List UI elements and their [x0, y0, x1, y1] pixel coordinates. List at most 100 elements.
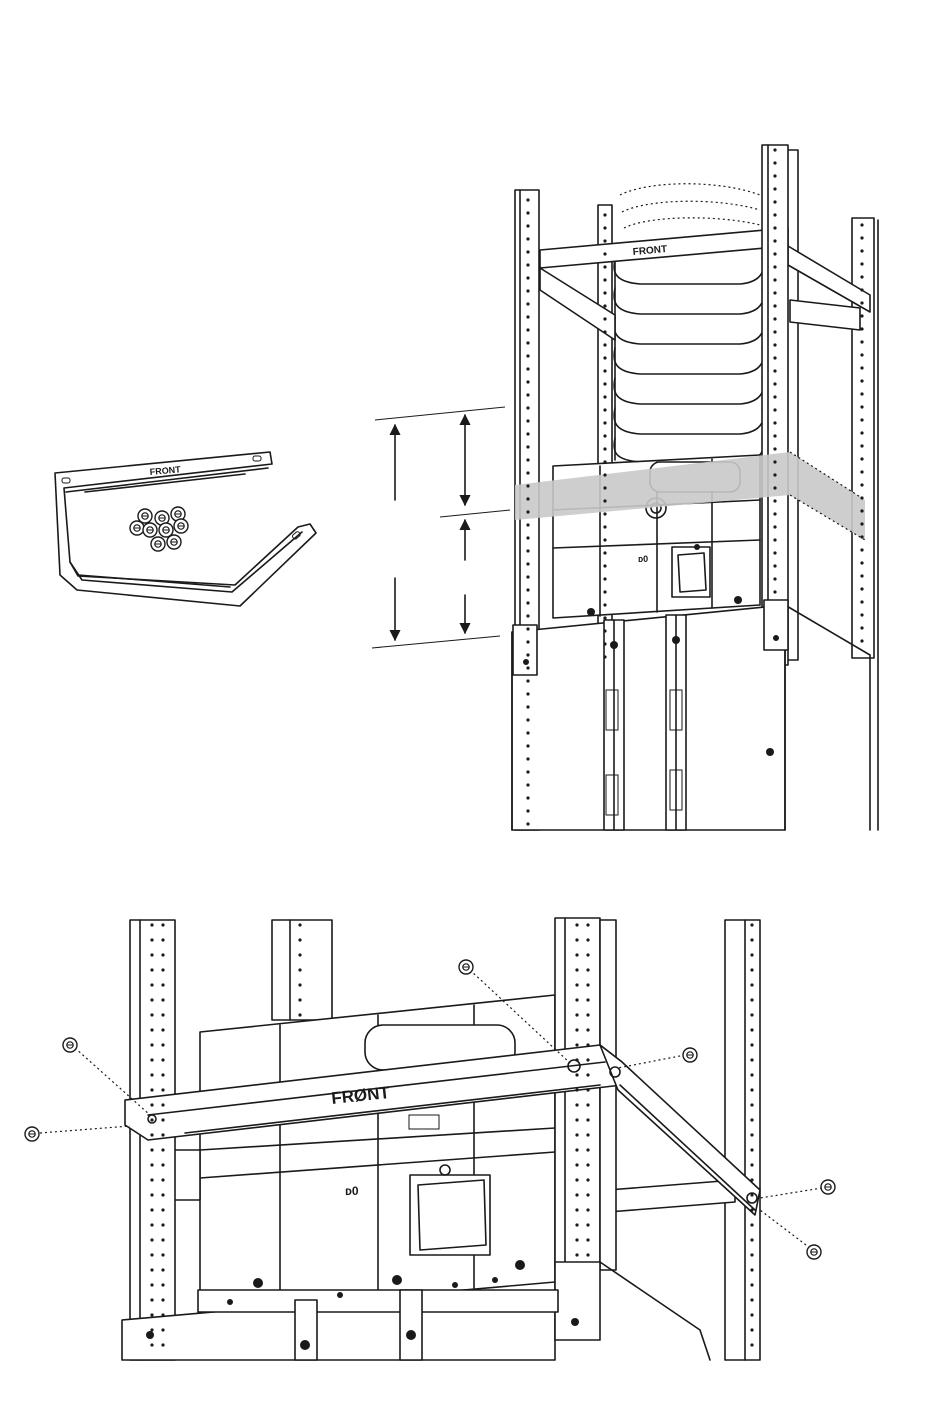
rail-hole — [773, 278, 776, 281]
rail-hole — [860, 548, 863, 551]
rail-hole — [860, 470, 863, 473]
rail-hole — [575, 1253, 578, 1256]
rail-hole — [773, 577, 776, 580]
rail-hole — [750, 1343, 753, 1346]
rail-hole — [750, 1013, 753, 1016]
rail-hole — [603, 291, 606, 294]
rail-hole — [750, 1088, 753, 1091]
rail-hole — [150, 1118, 153, 1121]
rail-hole — [526, 341, 529, 344]
rail-hole — [860, 249, 863, 252]
rail-hole — [526, 757, 529, 760]
rail-hole — [161, 1208, 164, 1211]
rail-hole — [150, 1163, 153, 1166]
rail-hole — [526, 588, 529, 591]
rail-hole — [860, 535, 863, 538]
rail-hole — [150, 1238, 153, 1241]
rail-hole — [773, 421, 776, 424]
rail-hole — [150, 983, 153, 986]
rail-hole — [773, 551, 776, 554]
rail-hole — [161, 1343, 164, 1346]
rail-hole — [773, 395, 776, 398]
rail-hole — [603, 564, 606, 567]
rail-hole — [603, 642, 606, 645]
rail-hole — [586, 1133, 589, 1136]
rail-hole — [150, 1178, 153, 1181]
rail-hole — [298, 983, 301, 986]
rail-hole — [750, 1193, 753, 1196]
rail-hole — [526, 497, 529, 500]
rail-hole — [860, 353, 863, 356]
rail-hole — [750, 1328, 753, 1331]
rail-hole — [526, 263, 529, 266]
rail-hole — [773, 148, 776, 151]
rail-hole — [773, 408, 776, 411]
rail-hole — [773, 343, 776, 346]
screw-icon — [459, 960, 473, 974]
rail-hole — [603, 629, 606, 632]
rail-hole — [586, 953, 589, 956]
rail-hole — [750, 1058, 753, 1061]
rail-hole — [773, 265, 776, 268]
rail-hole — [750, 923, 753, 926]
rail-hole — [860, 587, 863, 590]
rail-hole — [603, 538, 606, 541]
rail-hole — [150, 1073, 153, 1076]
rail-hole — [526, 471, 529, 474]
rail-hole — [860, 327, 863, 330]
rail-hole — [575, 1073, 578, 1076]
rail-hole — [773, 382, 776, 385]
rail-hole — [298, 998, 301, 1001]
rail-hole — [586, 1028, 589, 1031]
rail-hole — [773, 499, 776, 502]
rail-hole — [161, 968, 164, 971]
rail-hole — [860, 405, 863, 408]
rail-hole — [860, 522, 863, 525]
rail-hole — [526, 367, 529, 370]
rail-hole — [150, 953, 153, 956]
rail-hole — [526, 406, 529, 409]
rail-hole — [150, 1343, 153, 1346]
rail-hole — [860, 496, 863, 499]
rail-hole — [150, 1043, 153, 1046]
rail-hole — [773, 252, 776, 255]
rail-hole — [860, 444, 863, 447]
rail-hole — [750, 1103, 753, 1106]
rail-hole — [150, 1208, 153, 1211]
rail-hole — [150, 1103, 153, 1106]
rail-hole — [575, 1043, 578, 1046]
rail-hole — [161, 1223, 164, 1226]
rail-hole — [773, 564, 776, 567]
rail-hole — [603, 499, 606, 502]
rail-hole — [750, 1043, 753, 1046]
rail-hole — [586, 1223, 589, 1226]
rail-hole — [860, 262, 863, 265]
svg-text:ᴅ0: ᴅ0 — [638, 554, 648, 564]
rail-hole — [860, 366, 863, 369]
rail-hole — [750, 998, 753, 1001]
screw-icon — [821, 1180, 835, 1194]
rail-hole — [586, 998, 589, 1001]
rail-hole — [150, 1148, 153, 1151]
rail-hole — [860, 379, 863, 382]
rail-hole — [161, 1193, 164, 1196]
svg-text:ᴅ0: ᴅ0 — [345, 1184, 359, 1198]
rail-hole — [750, 1283, 753, 1286]
rail-hole — [586, 968, 589, 971]
rail-hole — [586, 923, 589, 926]
rail-hole — [150, 1268, 153, 1271]
rail-hole — [773, 174, 776, 177]
rail-hole — [603, 460, 606, 463]
rail-hole — [526, 640, 529, 643]
rail-hole — [586, 1073, 589, 1076]
rail-hole — [526, 627, 529, 630]
screw-icon — [63, 1038, 77, 1052]
rail-hole — [150, 1313, 153, 1316]
rail-hole — [860, 392, 863, 395]
rail-hole — [603, 525, 606, 528]
rail-hole — [603, 252, 606, 255]
rail-hole — [526, 224, 529, 227]
screw-icon — [807, 1245, 821, 1259]
rail-hole — [526, 575, 529, 578]
rail-hole — [750, 953, 753, 956]
